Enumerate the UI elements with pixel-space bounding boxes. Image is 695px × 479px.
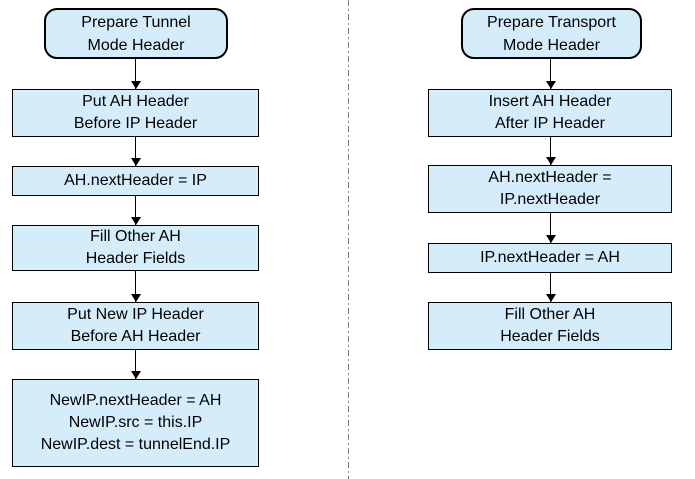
down-arrow-icon	[545, 273, 556, 302]
dash-dot-divider	[348, 0, 349, 479]
node-insert-ah-header-after-ip-header: Insert AH Header After IP Header	[428, 89, 672, 137]
node-put-ah-header-before-ip-header: Put AH Header Before IP Header	[12, 89, 259, 137]
node-prepare-tunnel-mode-header: Prepare Tunnel Mode Header	[44, 8, 228, 59]
node-ip-nextheader-ah: IP.nextHeader = AH	[428, 243, 672, 273]
node-fill-other-ah-header-fields-tunnel: Fill Other AH Header Fields	[12, 225, 259, 271]
down-arrow-icon	[130, 271, 141, 302]
down-arrow-icon	[130, 59, 141, 89]
node-ah-nextheader-ip: AH.nextHeader = IP	[12, 166, 259, 196]
down-arrow-icon	[545, 213, 556, 243]
node-put-new-ip-header-before-ah-header: Put New IP Header Before AH Header	[12, 302, 259, 350]
node-prepare-transport-mode-header: Prepare Transport Mode Header	[461, 8, 642, 59]
down-arrow-icon	[130, 196, 141, 225]
node-ah-nextheader-ip-nextheader: AH.nextHeader = IP.nextHeader	[428, 165, 672, 213]
down-arrow-icon	[545, 137, 556, 165]
down-arrow-icon	[130, 137, 141, 166]
node-fill-other-ah-header-fields-transport: Fill Other AH Header Fields	[428, 302, 672, 350]
down-arrow-icon	[130, 350, 141, 379]
down-arrow-icon	[545, 59, 556, 89]
node-newip-assignments: NewIP.nextHeader = AH NewIP.src = this.I…	[12, 379, 259, 467]
